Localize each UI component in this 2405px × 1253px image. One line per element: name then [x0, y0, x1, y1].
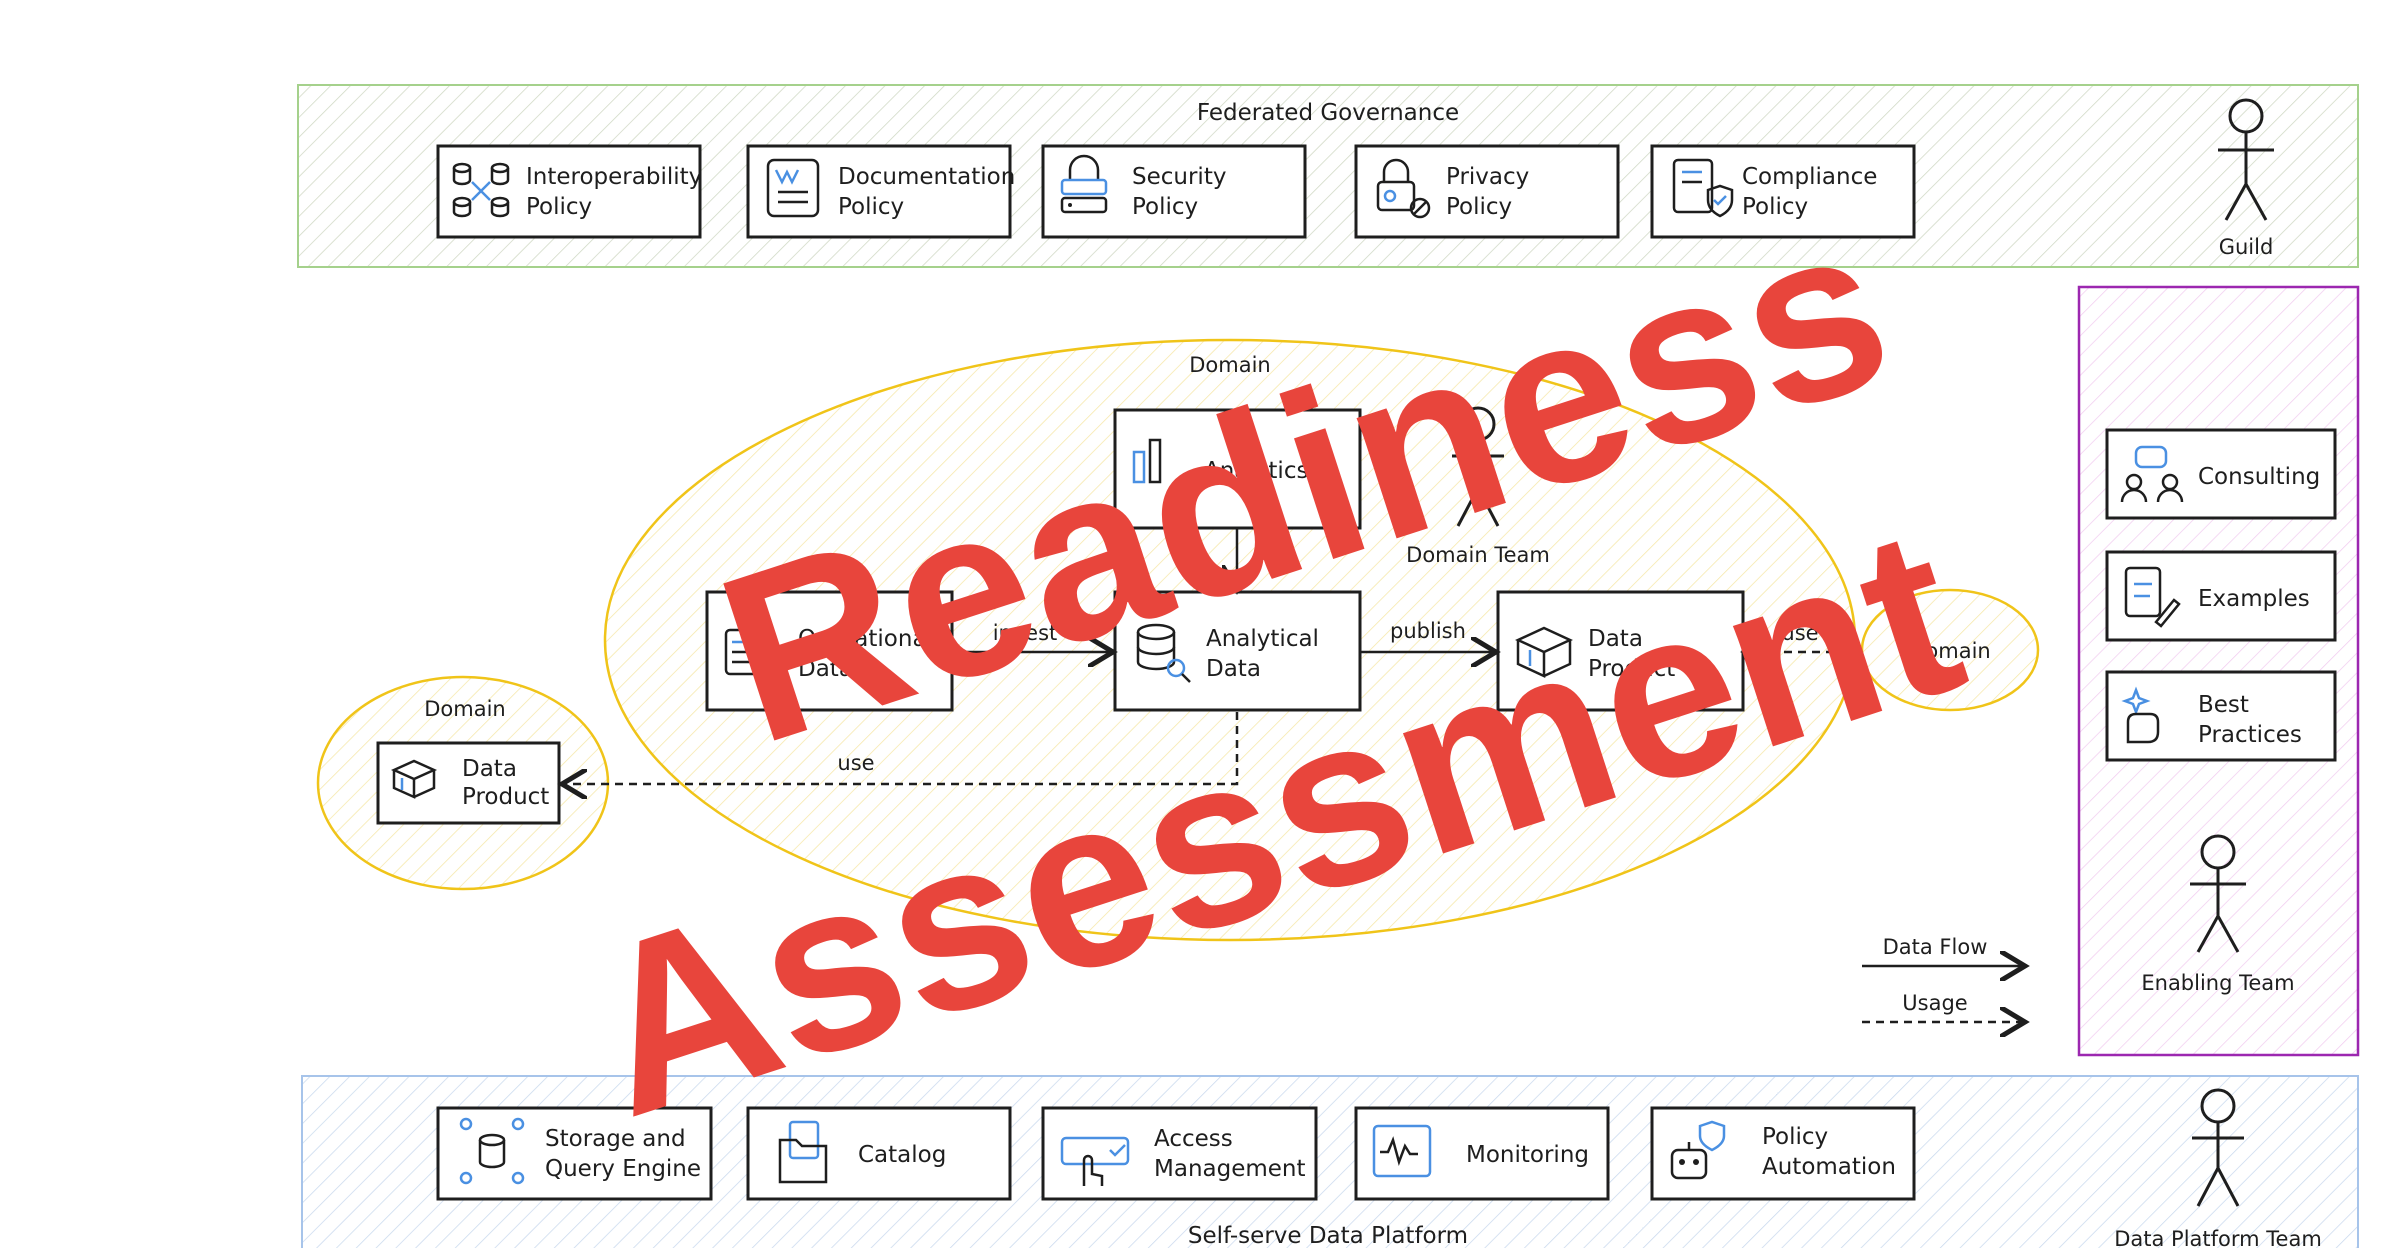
- platform-label-line2: Management: [1154, 1156, 1306, 1182]
- legend-usage-label: Usage: [1902, 991, 1967, 1015]
- domain-team-label: Domain Team: [1406, 543, 1550, 567]
- publish-label: publish: [1390, 619, 1466, 643]
- platform-label-line2: Query Engine: [545, 1156, 701, 1182]
- sparkle-hand-icon: [2121, 686, 2160, 744]
- chart-icon: [1132, 438, 1162, 484]
- database-network-icon: [459, 1117, 525, 1185]
- ingest-label: ingest: [993, 621, 1058, 645]
- enabling-label-line1: Best: [2198, 692, 2249, 718]
- data-platform-team-actor-icon: [2192, 1088, 2244, 1207]
- domain-main-label: Domain: [1189, 353, 1271, 377]
- touch-screen-icon: [1060, 1136, 1130, 1186]
- server-list-icon: [724, 628, 760, 676]
- enabling-card-examples[interactable]: Examples: [2105, 550, 2337, 642]
- document-icon: [766, 158, 820, 218]
- analytics-card[interactable]: Analytics: [1113, 408, 1362, 530]
- platform-label-line1: Storage and: [545, 1126, 686, 1152]
- platform-title: Self-serve Data Platform: [1188, 1223, 1468, 1248]
- enabling-team-label: Enabling Team: [2141, 971, 2294, 995]
- operational-label-line2: Data: [798, 656, 853, 682]
- left-data-product-card[interactable]: Data Product: [376, 741, 561, 825]
- governance-title: Federated Governance: [1197, 100, 1459, 126]
- domain-main: Domain Analytics Domain Team: [603, 338, 1857, 942]
- consulting-people-icon: [2120, 445, 2184, 503]
- policy-label-line1: Compliance: [1742, 164, 1877, 190]
- robot-shield-icon: [1670, 1120, 1726, 1180]
- enabling-label-line2: Practices: [2198, 722, 2302, 748]
- platform-label-line1: Policy: [1762, 1124, 1828, 1150]
- operational-label-line1: Operational: [798, 626, 933, 652]
- policy-label-line2: Policy: [1446, 194, 1512, 220]
- left-product-label-line1: Data: [462, 756, 517, 782]
- legend-flow-label: Data Flow: [1883, 935, 1988, 959]
- policy-label-line1: Interoperability: [526, 164, 702, 190]
- product-label-line2: Product: [1588, 656, 1675, 682]
- operational-data-card[interactable]: Operational Data: [705, 590, 954, 712]
- enabling-card-consulting[interactable]: Consulting: [2105, 428, 2337, 520]
- governance-band: Federated Governance Interoperability Po…: [297, 84, 2359, 268]
- policy-label-line1: Privacy: [1446, 164, 1529, 190]
- analytical-label-line1: Analytical: [1206, 626, 1319, 652]
- folder-icon: [778, 1120, 828, 1184]
- platform-card-catalog[interactable]: Catalog: [746, 1106, 1012, 1201]
- enabling-label: Examples: [2198, 586, 2310, 612]
- policy-label-line2: Policy: [526, 194, 592, 220]
- use-label-right: use: [1781, 621, 1818, 645]
- domain-left-label: Domain: [424, 697, 506, 721]
- policy-card-interoperability[interactable]: Interoperability Policy: [436, 144, 702, 239]
- enabling-card-best-practices[interactable]: Best Practices: [2105, 670, 2337, 762]
- policy-label-line1: Security: [1132, 164, 1226, 190]
- platform-card-policy-automation[interactable]: Policy Automation: [1650, 1106, 1916, 1201]
- platform-band: Storage and Query Engine Catalog Access …: [301, 1075, 2359, 1253]
- policy-label-line2: Policy: [1742, 194, 1808, 220]
- package-icon: [1515, 626, 1573, 678]
- privacy-lock-icon: [1376, 158, 1431, 219]
- notepad-pencil-icon: [2124, 566, 2181, 628]
- platform-card-monitoring[interactable]: Monitoring: [1354, 1106, 1610, 1201]
- lock-server-icon: [1060, 154, 1108, 214]
- guild-actor-icon: [2218, 98, 2274, 221]
- database-network-icon: [452, 162, 510, 218]
- platform-card-storage[interactable]: Storage and Query Engine: [436, 1106, 713, 1201]
- monitor-wave-icon: [1372, 1124, 1432, 1178]
- use-arrow-left: [562, 712, 1239, 784]
- policy-card-security[interactable]: Security Policy: [1041, 144, 1307, 239]
- platform-card-access[interactable]: Access Management: [1041, 1106, 1318, 1201]
- domain-team-actor-icon: [1452, 406, 1504, 527]
- policy-label-line2: Policy: [838, 194, 904, 220]
- platform-label: Catalog: [858, 1142, 946, 1168]
- data-platform-team-label: Data Platform Team: [2114, 1227, 2322, 1248]
- data-product-card[interactable]: Data Product: [1496, 590, 1745, 712]
- database-search-icon: [1136, 623, 1191, 683]
- package-icon: [390, 759, 438, 799]
- enabling-band: Consulting Examples Best Practices: [2077, 285, 2360, 1057]
- domain-right-label: Domain: [1909, 639, 1991, 663]
- platform-label-line1: Access: [1154, 1126, 1233, 1152]
- left-product-label-line2: Product: [462, 784, 549, 810]
- policy-label-line1: Documentation: [838, 164, 1015, 190]
- policy-card-compliance[interactable]: Compliance Policy: [1650, 144, 1916, 239]
- enabling-team-actor-icon: [2190, 834, 2246, 953]
- enabling-label: Consulting: [2198, 464, 2320, 490]
- domain-left: Domain Data Product: [316, 675, 610, 891]
- use-label-left: use: [837, 751, 874, 775]
- platform-label: Monitoring: [1466, 1142, 1589, 1168]
- policy-card-privacy[interactable]: Privacy Policy: [1354, 144, 1620, 239]
- analytical-label-line2: Data: [1206, 656, 1261, 682]
- policy-label-line2: Policy: [1132, 194, 1198, 220]
- shield-document-icon: [1672, 158, 1734, 218]
- platform-label-line2: Automation: [1762, 1154, 1896, 1180]
- product-label-line1: Data: [1588, 626, 1643, 652]
- domain-right-ellipse: [1860, 588, 2040, 712]
- domain-right: Domain: [1860, 588, 2040, 712]
- guild-label: Guild: [2219, 235, 2274, 259]
- policy-card-documentation[interactable]: Documentation Policy: [746, 144, 1015, 239]
- analytics-label: Analytics: [1204, 458, 1308, 484]
- legend: Data Flow Usage: [1862, 935, 2025, 1022]
